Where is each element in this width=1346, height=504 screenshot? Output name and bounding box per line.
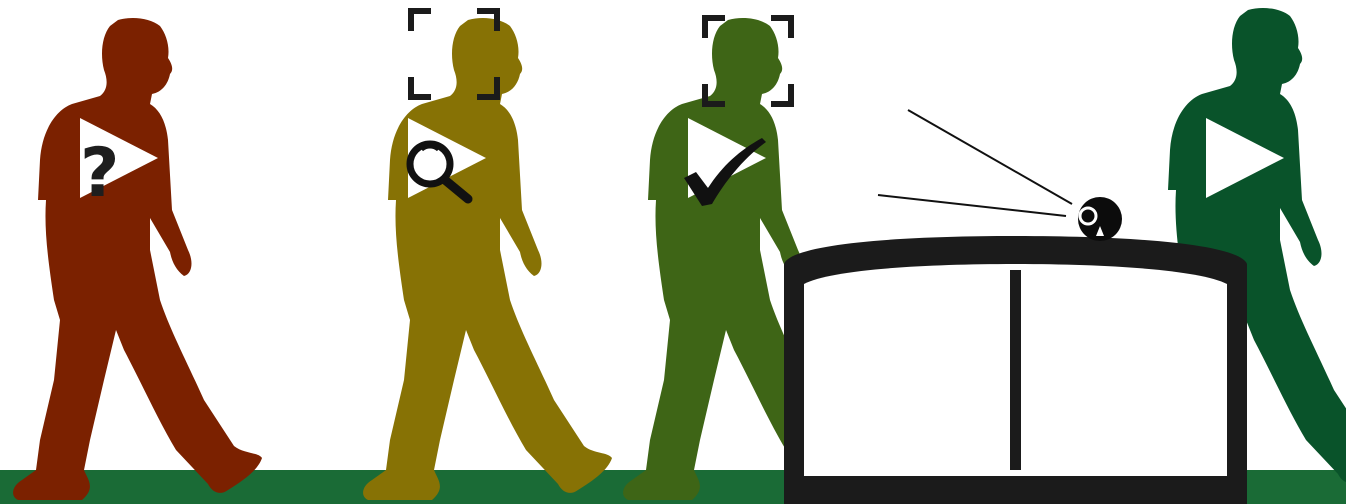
access-gate bbox=[784, 236, 1247, 504]
walker-scanning bbox=[363, 11, 612, 500]
camera-sensor bbox=[878, 110, 1122, 241]
walker-unidentified: ? bbox=[13, 18, 262, 500]
gate-center-bar bbox=[1010, 270, 1021, 470]
camera-view-line bbox=[878, 195, 1066, 216]
camera-view-line bbox=[908, 110, 1072, 204]
question-mark-icon: ? bbox=[80, 134, 119, 213]
